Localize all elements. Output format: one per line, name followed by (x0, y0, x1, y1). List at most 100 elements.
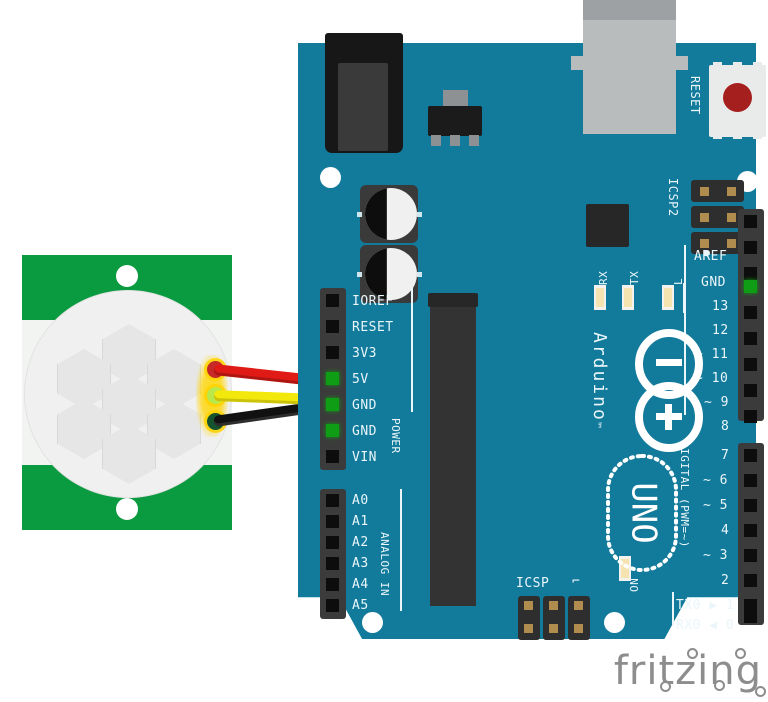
icsp-pad-1[interactable] (524, 601, 533, 610)
fritzing-dot-2 (660, 681, 671, 692)
power-group-label: POWER (389, 418, 402, 454)
digital-pin-3[interactable] (744, 549, 757, 562)
analog-label-a1: A1 (352, 514, 369, 529)
power-pin-reset[interactable] (326, 320, 339, 333)
power-pin-ioref[interactable] (326, 294, 339, 307)
icsp-pad-4[interactable] (549, 624, 558, 633)
digital-label-8: 8 (721, 419, 730, 434)
power-pin-gnd-2[interactable] (326, 424, 339, 437)
digital-label-12: 12 (712, 323, 729, 338)
analog-pin-a1[interactable] (326, 515, 339, 528)
power-jack-barrel (338, 63, 388, 151)
icsp-pad-3[interactable] (549, 601, 558, 610)
digital-pin-12[interactable] (744, 306, 757, 319)
power-pin-gnd-1[interactable] (326, 398, 339, 411)
power-label-gnd-2: GND (352, 424, 377, 439)
digital-pin-aref[interactable] (744, 215, 757, 228)
pir-mounting-hole-top (116, 265, 138, 287)
fritzing-dot-1 (687, 648, 698, 659)
icsp2-header-row2[interactable] (691, 206, 744, 228)
microcontroller-ic (430, 294, 476, 606)
digital-pin-13[interactable] (744, 267, 757, 280)
l-led-inner (664, 288, 672, 307)
digital-pin-7[interactable] (744, 449, 757, 462)
icsp-header-col1[interactable] (518, 596, 540, 640)
digital-pin-gnd-lit[interactable] (744, 280, 757, 293)
icsp2-pad-5[interactable] (700, 239, 709, 248)
icsp-header-col3[interactable] (568, 596, 590, 640)
reset-button-cap[interactable] (723, 83, 752, 112)
digital-pin-2[interactable] (744, 574, 757, 587)
regulator-leg-2 (450, 135, 460, 146)
icsp-pad-5[interactable] (574, 601, 583, 610)
power-label-3v3: 3V3 (352, 346, 377, 361)
capacitor-2-lead-l (357, 272, 362, 277)
icsp2-pad-1[interactable] (700, 187, 709, 196)
pir-hex-pattern (53, 323, 203, 484)
digital-pin-5[interactable] (744, 499, 757, 512)
analog-group-line (400, 489, 402, 611)
regulator-leg-1 (431, 135, 441, 146)
reset-label: RESET (688, 76, 702, 115)
power-label-reset: RESET (352, 320, 394, 335)
analog-pin-a5[interactable] (326, 599, 339, 612)
digital-label-2: 2 (721, 573, 730, 588)
rx-led-inner (596, 288, 604, 307)
icsp2-pad-4[interactable] (727, 213, 736, 222)
fritzing-dot-5 (755, 686, 766, 697)
voltage-regulator (428, 106, 482, 136)
icsp-header-col2[interactable] (543, 596, 565, 640)
icsp-label: ICSP (516, 576, 550, 591)
analog-pin-a0[interactable] (326, 494, 339, 507)
digital-label-4: 4 (721, 523, 730, 538)
icsp2-pad-6[interactable] (727, 239, 736, 248)
icsp2-pad-3[interactable] (700, 213, 709, 222)
icsp2-pad-2[interactable] (727, 187, 736, 196)
analog-pin-a4[interactable] (326, 578, 339, 591)
digital-pin-11[interactable] (744, 332, 757, 345)
capacitor-2-shade (365, 248, 387, 300)
digital-pin-10[interactable] (744, 358, 757, 371)
analog-pin-a2[interactable] (326, 536, 339, 549)
icsp-pad-2[interactable] (524, 624, 533, 633)
capacitor-1-lead-r (417, 212, 422, 217)
arduino-infinity-logo (635, 329, 703, 452)
power-group-line (411, 288, 413, 412)
digital-label-3: ~ 3 (703, 548, 728, 563)
usb-tab-right (675, 56, 688, 70)
usb-connector-shell (583, 0, 676, 22)
digital-group-line-upper (684, 245, 686, 415)
usb-connector[interactable] (583, 20, 676, 134)
digital-label-13: 13 (712, 299, 729, 314)
icsp2-header-row3[interactable] (691, 232, 744, 254)
power-pin-vin[interactable] (326, 450, 339, 463)
pir-mounting-hole-bottom (116, 498, 138, 520)
digital-pin-9[interactable] (744, 384, 757, 397)
icsp2-header[interactable] (691, 180, 744, 202)
analog-header[interactable] (320, 489, 346, 619)
digital-pin-1-tx[interactable] (744, 599, 757, 612)
power-label-5v: 5V (352, 372, 369, 387)
capacitor-1-lead-l (357, 212, 362, 217)
brand-label: Arduino™ (589, 332, 610, 430)
digital-pin-4[interactable] (744, 524, 757, 537)
digital-label-10: ~ 10 (695, 371, 729, 386)
power-label-gnd-1: GND (352, 398, 377, 413)
analog-pin-a3[interactable] (326, 557, 339, 570)
analog-label-a0: A0 (352, 493, 369, 508)
capacitor-2-lead-r (417, 272, 422, 277)
led-label-rx: RX (597, 270, 610, 285)
digital-pin-8[interactable] (744, 410, 757, 423)
analog-label-a3: A3 (352, 556, 369, 571)
digital-label-7: 7 (721, 448, 730, 463)
power-pin-5v[interactable] (326, 372, 339, 385)
digital-pin-0-rx[interactable] (744, 610, 757, 623)
digital-label-1-tx: TX0 ▶ 1 (676, 598, 735, 613)
digital-pin-gnd[interactable] (744, 241, 757, 254)
uno-badge: UNO (606, 454, 678, 572)
power-pin-3v3[interactable] (326, 346, 339, 359)
capacitor-1-shade (365, 188, 387, 240)
digital-pin-6[interactable] (744, 474, 757, 487)
icsp-pad-6[interactable] (574, 624, 583, 633)
crystal-oscillator (428, 293, 478, 307)
